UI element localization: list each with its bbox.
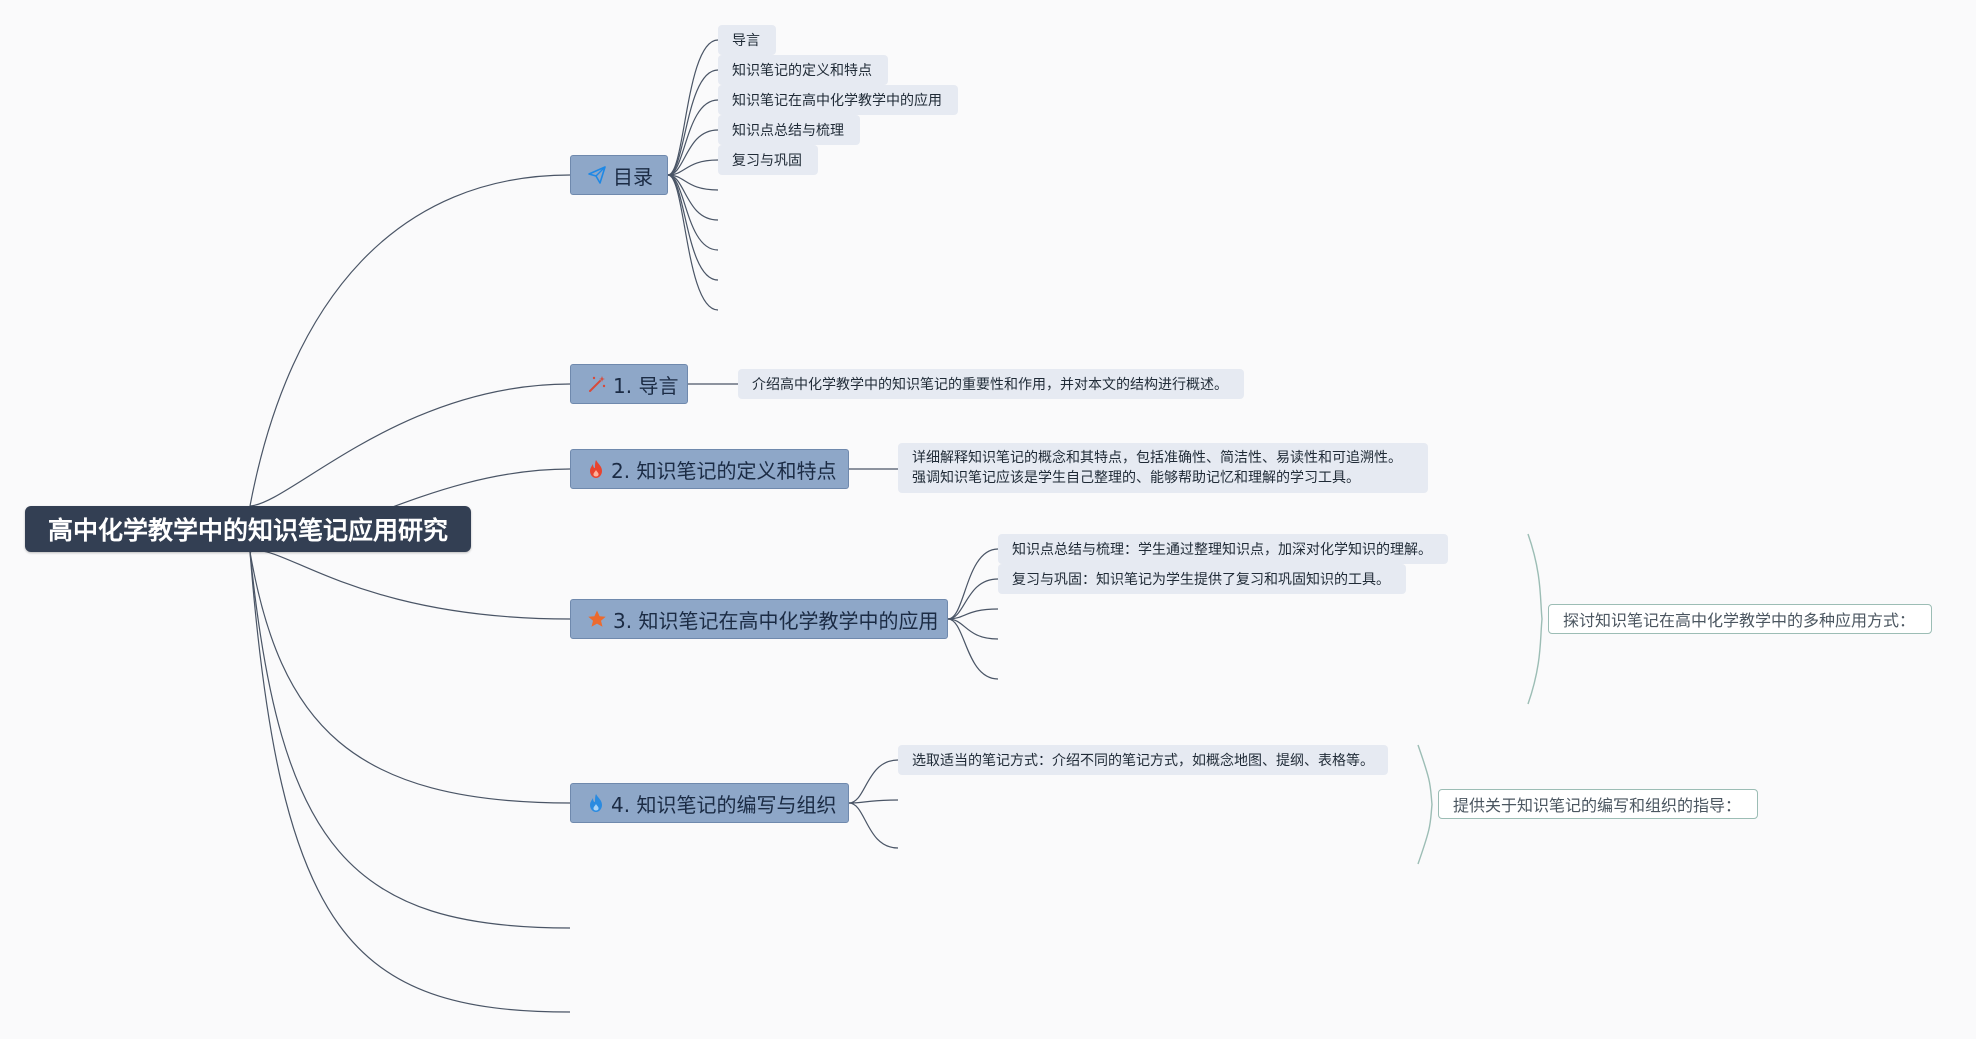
connector-root-topic-6 [249,551,571,1013]
topic-application-label: 3. 知识笔记在高中化学教学中的应用 [613,608,939,633]
connector-toc-1 [667,69,719,176]
topic-writing-label: 4. 知识笔记的编写与组织 [611,792,837,817]
introduction-detail[interactable]: 介绍高中化学教学中的知识笔记的重要性和作用，并对本文的结构进行概述。 [738,369,1244,399]
topic-toc[interactable]: 目录 [570,155,668,195]
connector-root-topic-5 [249,551,571,929]
definition-detail-line-2: 强调知识笔记应该是学生自己整理的、能够帮助记忆和理解的学习工具。 [912,470,1360,486]
connector-topic-3-0 [947,548,999,620]
connector-topic-3-3 [947,618,999,640]
connector-toc-2 [667,99,719,176]
toc-item-definition[interactable]: 知识笔记的定义和特点 [718,55,888,85]
root-topic[interactable]: 高中化学教学中的知识笔记应用研究 [25,506,471,552]
connector-toc-6 [667,174,719,221]
toc-item-intro[interactable]: 导言 [718,25,776,55]
definition-detail-line-1: 详细解释知识笔记的概念和其特点，包括准确性、简洁性、易读性和可追溯性。 [912,450,1402,466]
connector-toc-4 [667,159,719,176]
connector-toc-9 [667,174,719,311]
toc-item-review[interactable]: 复习与巩固 [718,145,818,175]
connector-toc-7 [667,174,719,251]
topic-introduction[interactable]: 1. 导言 [570,364,688,404]
connector-topic-4-0 [848,759,899,804]
connector-topic-3-2 [947,608,999,620]
topic-introduction-label: 1. 导言 [613,373,679,398]
connector-toc-8 [667,174,719,281]
connector-root-topic-3 [249,550,571,620]
toc-item-summary[interactable]: 知识点总结与梳理 [718,115,860,145]
connector-toc-5 [667,174,719,191]
summary-brace-topic-3 [1527,533,1543,705]
toc-item-application[interactable]: 知识笔记在高中化学教学中的应用 [718,85,958,115]
magic-wand-icon [587,374,607,394]
topic-definition[interactable]: 2. 知识笔记的定义和特点 [570,449,849,489]
application-item-summary[interactable]: 知识点总结与梳理：学生通过整理知识点，加深对化学知识的理解。 [998,534,1448,564]
connector-root-toc [249,174,571,507]
topic-definition-label: 2. 知识笔记的定义和特点 [611,458,837,483]
connector-toc-3 [667,129,719,176]
connector-root-topic-4 [249,551,571,804]
paper-plane-icon [587,165,607,185]
topic-application[interactable]: 3. 知识笔记在高中化学教学中的应用 [570,599,948,639]
writing-item-method[interactable]: 选取适当的笔记方式：介绍不同的笔记方式，如概念地图、提纲、表格等。 [898,745,1388,775]
connector-topic-3-1 [947,578,999,620]
definition-detail[interactable]: 详细解释知识笔记的概念和其特点，包括准确性、简洁性、易读性和可追溯性。 强调知识… [898,443,1428,493]
fire-icon [587,459,605,479]
connector-topic-3-4 [947,618,999,680]
topic-toc-label: 目录 [613,164,653,189]
water-drop-icon [587,793,605,813]
application-item-review[interactable]: 复习与巩固：知识笔记为学生提供了复习和巩固知识的工具。 [998,564,1406,594]
connector-topic-4-1 [848,799,899,804]
connector-topic-4-2 [848,802,899,849]
connector-root-topic-1 [249,383,571,507]
writing-summary[interactable]: 提供关于知识笔记的编写和组织的指导： [1438,789,1758,819]
topic-writing[interactable]: 4. 知识笔记的编写与组织 [570,783,849,823]
connector-toc-0 [667,39,719,176]
star-icon [587,609,607,629]
summary-brace-topic-4 [1417,744,1433,865]
application-summary[interactable]: 探讨知识笔记在高中化学教学中的多种应用方式： [1548,604,1932,634]
